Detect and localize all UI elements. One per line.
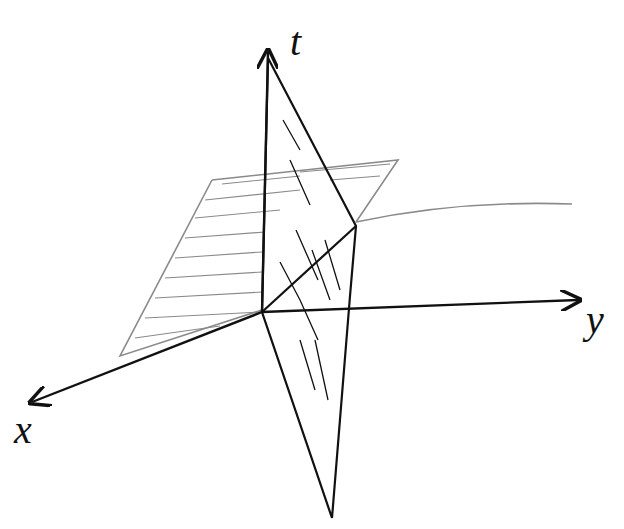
axis-label: t [290,22,301,62]
axes [32,52,578,402]
vertical-plane [262,58,356,518]
grey-plane [120,160,572,356]
axis-label: y [586,300,604,340]
axis-label: x [14,410,32,450]
